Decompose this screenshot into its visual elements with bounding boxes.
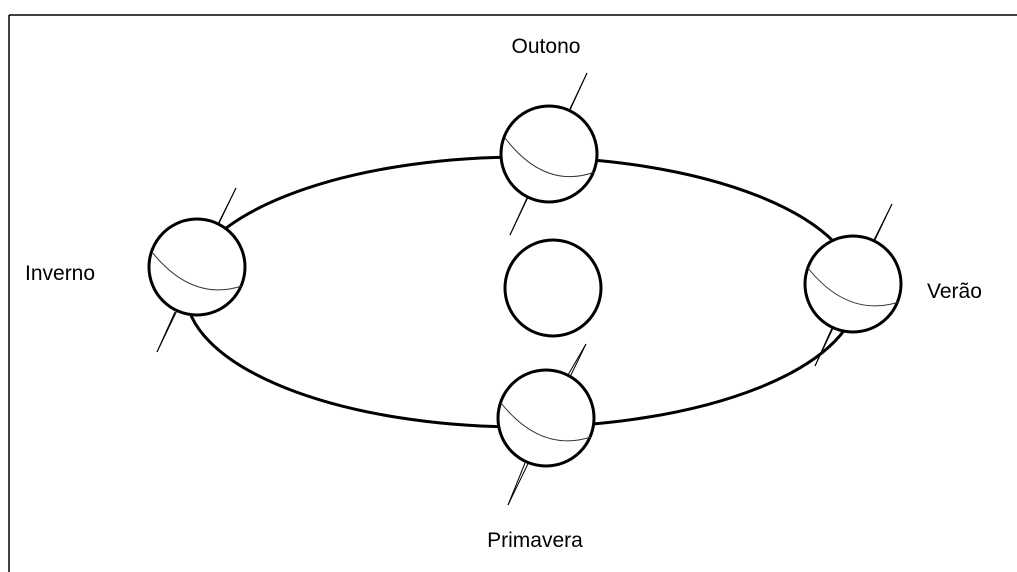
- label-summer: Verão: [927, 280, 982, 303]
- earth-equator: [807, 267, 900, 307]
- earth-equator: [151, 251, 243, 291]
- earth-equator: [500, 402, 592, 442]
- earth-summer: [803, 203, 903, 367]
- sun: [503, 238, 603, 338]
- earth-spring: [496, 343, 596, 506]
- label-spring: Primavera: [487, 529, 583, 552]
- earth-equator: [504, 137, 596, 178]
- label-autumn: Outono: [512, 35, 581, 58]
- label-winter: Inverno: [25, 262, 95, 285]
- diagram-frame: [8, 14, 1017, 572]
- earth-autumn: [499, 72, 599, 236]
- earth-winter: [147, 187, 247, 353]
